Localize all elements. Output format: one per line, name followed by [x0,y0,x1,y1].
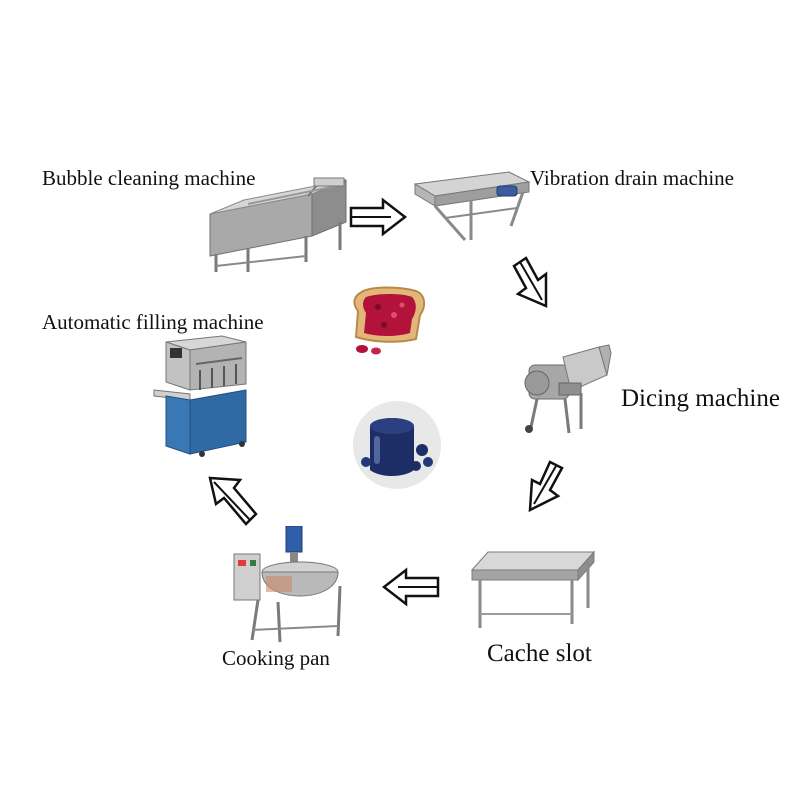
arrow-down-left-icon [512,256,548,308]
label-cooking-pan: Cooking pan [222,646,330,670]
arrow-up-left-icon [208,476,258,526]
label-automatic-filling-machine: Automatic filling machine [42,310,264,334]
cooking-pan-image [233,526,342,643]
automatic-filling-machine-image [153,335,247,457]
dicing-machine-image [524,344,612,434]
label-dicing-machine: Dicing machine [621,385,780,412]
label-cache-slot: Cache slot [487,640,592,667]
label-bubble-cleaning-machine: Bubble cleaning machine [42,166,256,190]
jam-toast-image [353,286,426,355]
arrow-down-left-icon-2 [528,460,564,513]
vibration-drain-machine-image [413,171,531,241]
cache-slot-image [470,550,596,628]
label-vibration-drain-machine: Vibration drain machine [530,166,735,190]
blueberry-jam-jar-image [353,401,441,489]
arrow-left-icon [381,567,440,607]
bubble-cleaning-machine-image [209,177,347,272]
arrow-right-icon [349,197,408,237]
